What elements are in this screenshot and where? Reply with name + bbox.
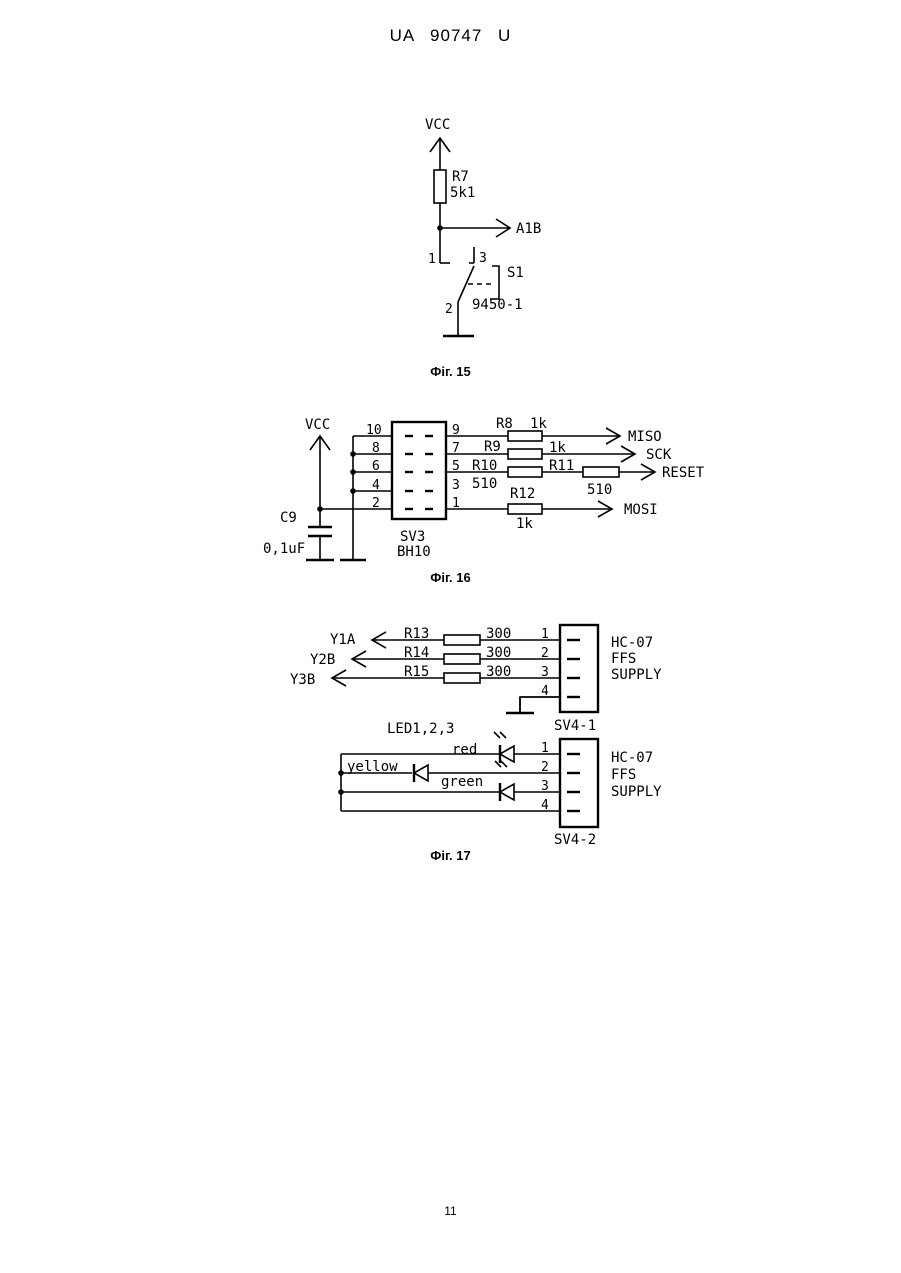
fig17-r13-resistor [444,635,480,645]
fig17-net-label: Y1A [330,632,356,648]
fig17-led-red [494,732,514,763]
fig17-led-label: LED1,2,3 [387,721,454,737]
figure-17-caption: Фіг. 17 [0,848,901,863]
fig17-conn1-pin: 4 [541,684,549,699]
fig17-resistor-name: R15 [404,664,429,680]
fig17-sv4-2-name: SV4-2 [554,832,596,848]
fig17-led-green-label: green [441,774,483,790]
page-number: 11 [0,1204,901,1218]
fig17-conn1-label: HC-07 [611,635,653,651]
fig17-r15-resistor [444,673,480,683]
fig17-conn2-label: HC-07 [611,750,653,766]
fig17-resistor-name: R13 [404,626,429,642]
fig17-led-red-label: red [452,742,477,758]
fig17-conn1-label: SUPPLY [611,667,662,683]
fig17-conn1-label: FFS [611,651,636,667]
fig17-led-yellow-label: yellow [347,759,398,775]
fig17-conn1-pin: 3 [541,665,549,680]
fig17-sv4-1-name: SV4-1 [554,718,596,734]
fig17-sv4-2-connector [560,739,598,827]
fig17-net-label: Y3B [290,672,315,688]
fig17-conn2-label: FFS [611,767,636,783]
fig17-conn2-label: SUPPLY [611,784,662,800]
fig17-conn1-pin: 1 [541,627,549,642]
fig17-sv4-1-connector [560,625,598,712]
fig17-net-label: Y2B [310,652,335,668]
fig17-conn1-pin: 2 [541,646,549,661]
fig17-led-green [500,783,514,801]
fig17-resistor-name: R14 [404,645,429,661]
fig17-r14-resistor [444,654,480,664]
